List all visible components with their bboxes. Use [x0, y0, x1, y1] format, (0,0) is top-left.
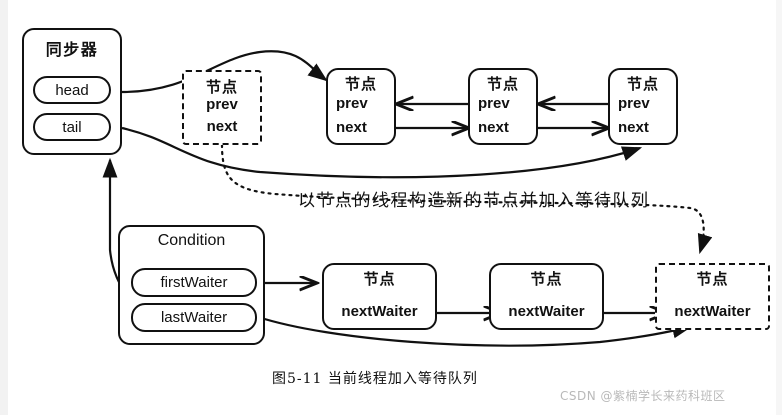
new-node-next: next — [206, 118, 238, 135]
waiter-node-2-field: nextWaiter — [508, 303, 585, 320]
left-edge-band — [0, 0, 8, 415]
right-edge-band — [776, 0, 782, 415]
sync-node-1-next: next — [336, 119, 367, 136]
sync-head-label: head — [55, 81, 89, 99]
new-node-prev: prev — [206, 96, 238, 113]
sync-node-2-title: 节点 — [486, 75, 519, 93]
enqueue-annotation: 以节点的线程构造新的节点并加入等待队列 — [298, 191, 650, 211]
sync-node-1-prev: prev — [336, 95, 368, 112]
condition-first-waiter-pill: firstWaiter — [131, 268, 257, 297]
sync-head-pill: head — [33, 76, 111, 104]
condition-last-waiter-label: lastWaiter — [160, 309, 228, 326]
sync-tail-label: tail — [62, 118, 82, 136]
figure-caption: 图5-11 当前线程加入等待队列 — [272, 371, 478, 387]
csdn-watermark: CSDN @紫楠学长来药科班区 — [560, 389, 726, 403]
sync-tail-pill: tail — [33, 113, 111, 141]
waiter-node-1-title: 节点 — [363, 270, 396, 288]
waiter-node-3-title: 节点 — [696, 270, 729, 288]
synchronizer-title: 同步器 — [45, 40, 99, 59]
waiter-node-2-title: 节点 — [530, 270, 563, 288]
condition-title: Condition — [157, 232, 226, 249]
new-node-title: 节点 — [205, 78, 238, 96]
waiter-node-1-field: nextWaiter — [341, 303, 418, 320]
sync-node-2-next: next — [478, 119, 509, 136]
sync-node-3-title: 节点 — [626, 75, 659, 93]
sync-node-3-prev: prev — [618, 95, 650, 112]
waiter-node-3-field: nextWaiter — [674, 303, 751, 320]
condition-last-waiter-pill: lastWaiter — [131, 303, 257, 332]
sync-node-3-next: next — [618, 119, 649, 136]
sync-node-2-prev: prev — [478, 95, 510, 112]
sync-node-1-title: 节点 — [344, 75, 377, 93]
condition-first-waiter-label: firstWaiter — [160, 274, 228, 291]
